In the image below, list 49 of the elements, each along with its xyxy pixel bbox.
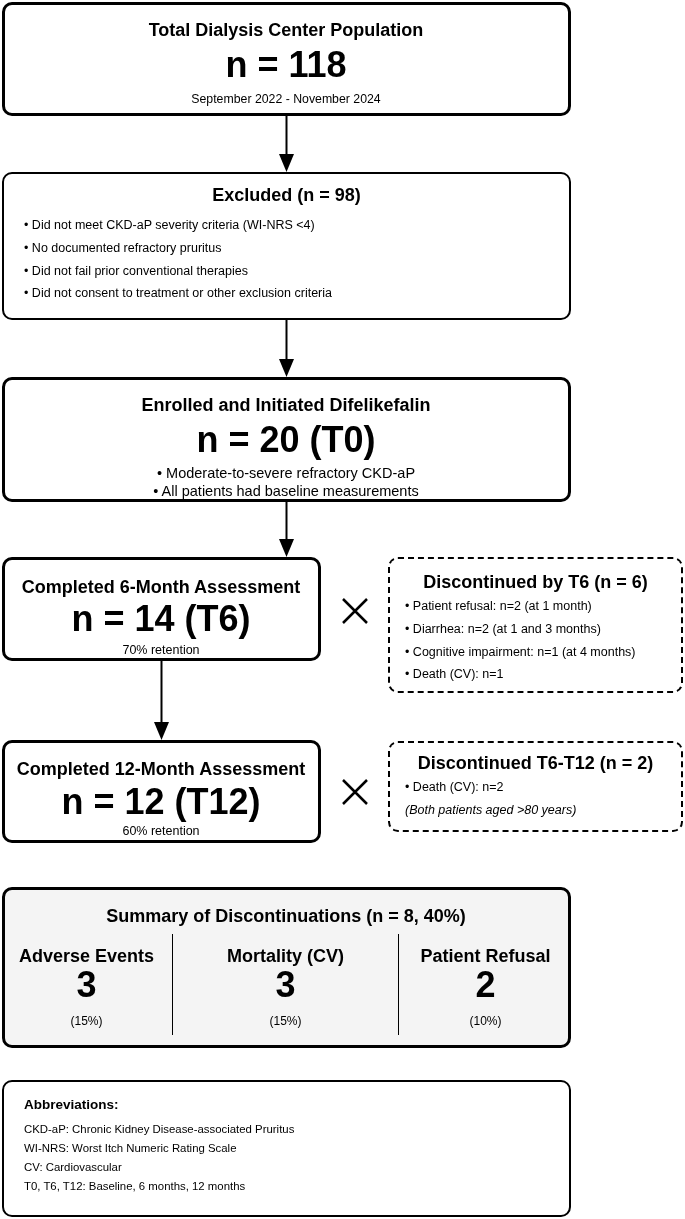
retention-note: 60% retention — [122, 824, 200, 839]
count-value: n = 14 (T6) — [71, 597, 251, 640]
count-value: n = 12 (T12) — [61, 780, 261, 823]
bullet-item: • All patients had baseline measurements — [153, 483, 419, 500]
bullet-item: • Did not meet CKD-aP severity criteria (WI-NRS <4) — [24, 217, 315, 233]
percentage: (15%) — [70, 1013, 103, 1028]
abbreviation-definition: CKD-aP: Chronic Kidney Disease-associated Pruritus — [24, 1122, 295, 1136]
bullet-item: • Moderate-to-severe refractory CKD-aP — [156, 465, 416, 482]
date-range: September 2022 - November 2024 — [191, 92, 381, 107]
box-title: Enrolled and Initiated Difelikefalin — [141, 393, 431, 416]
notes-box — [2, 1080, 571, 1217]
bullet-item: • Patient refusal: n=2 (at 1 month) — [405, 598, 592, 614]
box-title: Completed 12-Month Assessment — [16, 757, 306, 780]
abbreviation-definition: WI-NRS: Worst Itch Numeric Rating Scale — [24, 1141, 237, 1155]
process-box — [2, 740, 321, 843]
bullet-item: • No documented refractory pruritus — [24, 240, 222, 256]
percentage: (15%) — [269, 1013, 302, 1028]
bullet-item: • Death (CV): n=2 — [405, 779, 504, 795]
count-value: n = 118 — [225, 43, 347, 86]
dashed-box — [388, 741, 683, 832]
box-title: Total Dialysis Center Population — [148, 18, 424, 41]
notes-heading: Abbreviations: — [24, 1097, 119, 1113]
arrow — [279, 115, 294, 172]
bullet-item: • Did not fail prior conventional therapies — [24, 263, 248, 279]
bullet-item: • Cognitive impairment: n=1 (at 4 months) — [405, 644, 636, 660]
process-box — [2, 557, 321, 661]
panel-title: Summary of Discontinuations (n = 8, 40%) — [106, 904, 466, 927]
exclusion-box — [2, 172, 571, 320]
retention-note: 70% retention — [122, 643, 200, 658]
column-heading: Mortality (CV) — [227, 944, 344, 967]
percentage: (10%) — [469, 1013, 502, 1028]
arrow — [279, 501, 294, 557]
box-title: Discontinued T6-T12 (n = 2) — [417, 752, 654, 774]
box-title: Completed 6-Month Assessment — [21, 575, 301, 598]
count-value: n = 20 (T0) — [196, 418, 376, 461]
abbreviation-definition: CV: Cardiovascular — [24, 1160, 122, 1174]
note-text: (Both patients aged >80 years) — [405, 802, 577, 818]
box-title: Discontinued by T6 (n = 6) — [423, 571, 648, 593]
arrow — [279, 319, 294, 377]
summary-panel — [2, 887, 571, 1048]
bullet-item: • Death (CV): n=1 — [405, 666, 504, 682]
dashed-box — [388, 557, 683, 693]
arrow — [154, 660, 169, 740]
bullet-item: • Did not consent to treatment or other exclusion criteria — [24, 285, 332, 301]
process-box — [2, 377, 571, 502]
abbreviation-definition: T0, T6, T12: Baseline, 6 months, 12 months — [24, 1179, 246, 1193]
box-title: Excluded (n = 98) — [212, 184, 361, 206]
process-box — [2, 2, 571, 116]
bullet-item: • Diarrhea: n=2 (at 1 and 3 months) — [405, 621, 601, 637]
